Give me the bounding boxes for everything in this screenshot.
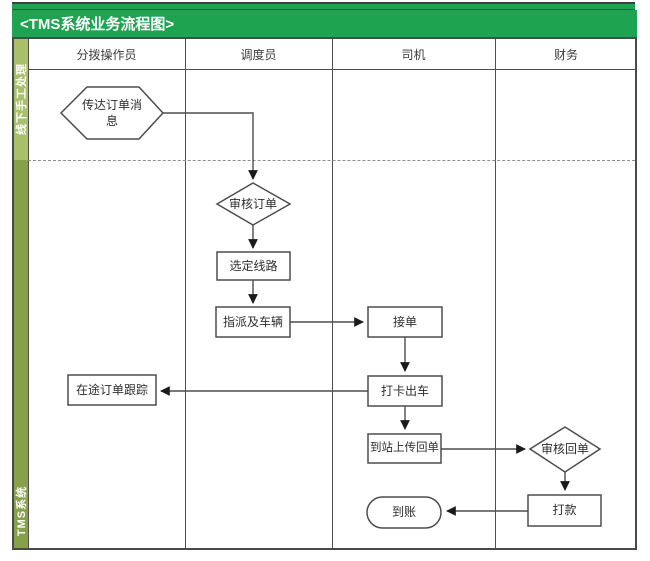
depart-rect bbox=[367, 375, 443, 407]
convey-order-hexagon bbox=[59, 86, 165, 140]
node-track-order: 在途订单跟踪 bbox=[75, 382, 148, 397]
diagram-title-bar: <TMS系统业务流程图> bbox=[12, 10, 637, 37]
lane-header-driver: 司机 bbox=[401, 47, 426, 62]
lane-divider-2 bbox=[332, 39, 333, 548]
connector-convey-to-review bbox=[163, 112, 258, 180]
track-order-rect bbox=[67, 374, 157, 406]
diagram-title: <TMS系统业务流程图> bbox=[20, 16, 175, 33]
node-review-order: 审核订单 bbox=[228, 196, 277, 211]
lane-header-dispatch-operator: 分拨操作员 bbox=[76, 47, 137, 62]
select-route-rect bbox=[216, 251, 291, 281]
top-green-strip bbox=[12, 2, 635, 10]
band-divider bbox=[28, 39, 29, 548]
lane-divider-3 bbox=[495, 39, 496, 548]
received-stadium bbox=[366, 496, 442, 529]
lane-header-finance: 财务 bbox=[553, 47, 578, 62]
phase-dashed-separator bbox=[28, 160, 635, 161]
review-order-diamond bbox=[215, 182, 292, 226]
node-received: 到账 bbox=[391, 505, 416, 520]
lane-divider-1 bbox=[185, 39, 186, 548]
pay-rect bbox=[527, 494, 602, 527]
band-offline-manual bbox=[14, 39, 28, 160]
node-select-route: 选定线路 bbox=[229, 258, 278, 273]
node-upload-receipt: 到站上传回单 bbox=[370, 441, 439, 454]
header-separator bbox=[28, 69, 635, 70]
upload-receipt-rect bbox=[367, 433, 442, 464]
accept-order-rect bbox=[367, 306, 443, 338]
node-review-receipt: 审核回单 bbox=[540, 441, 589, 456]
band-tms-system bbox=[14, 160, 28, 548]
node-pay: 打款 bbox=[552, 503, 577, 518]
node-accept-order: 接单 bbox=[392, 314, 417, 329]
node-depart: 打卡出车 bbox=[380, 383, 429, 398]
assign-vehicle-rect bbox=[215, 306, 291, 338]
node-convey-order: 传达订单消息 bbox=[81, 97, 142, 128]
lane-header-scheduler: 调度员 bbox=[240, 47, 277, 62]
review-receipt-diamond bbox=[528, 426, 602, 473]
node-assign-vehicle: 指派及车辆 bbox=[222, 314, 283, 329]
swimlane-table: 线下手工处理 TMS系统 分拨操作员 调度员 司机 财务 bbox=[12, 37, 637, 550]
